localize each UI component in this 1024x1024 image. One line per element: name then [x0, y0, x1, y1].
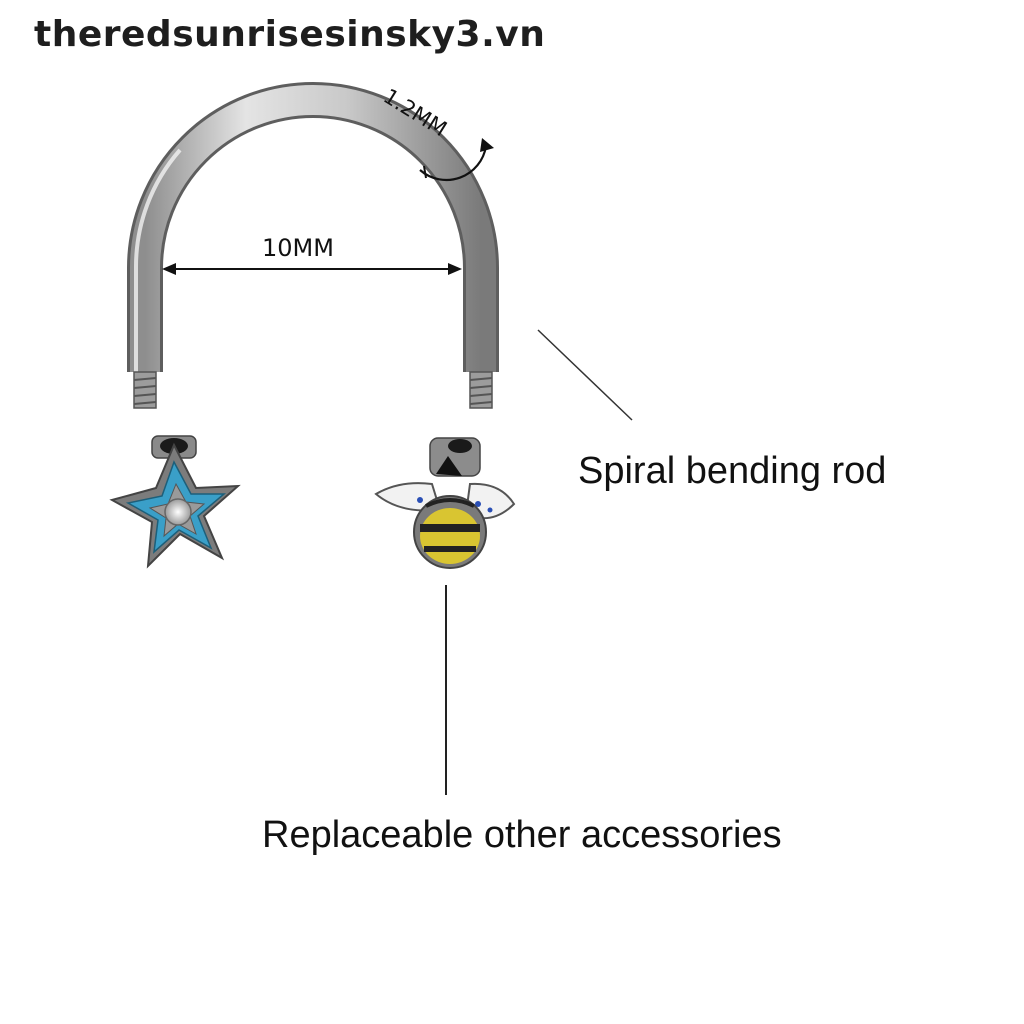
watermark-text: theredsunrisesinsky3.vn [34, 14, 546, 55]
rod-callout-line [537, 329, 633, 421]
flower-charm [109, 435, 241, 569]
horseshoe-rod [127, 82, 499, 372]
thread-end-left [133, 371, 157, 409]
thickness-arrow [419, 138, 494, 182]
inner-diameter-label: 10MM [262, 234, 334, 262]
thread-end-right [469, 371, 493, 409]
inner-diameter-arrow [162, 263, 462, 275]
bee-charm [374, 437, 516, 569]
accessories-callout-label: Replaceable other accessories [262, 814, 782, 856]
rod-callout-label: Spiral bending rod [578, 450, 887, 492]
